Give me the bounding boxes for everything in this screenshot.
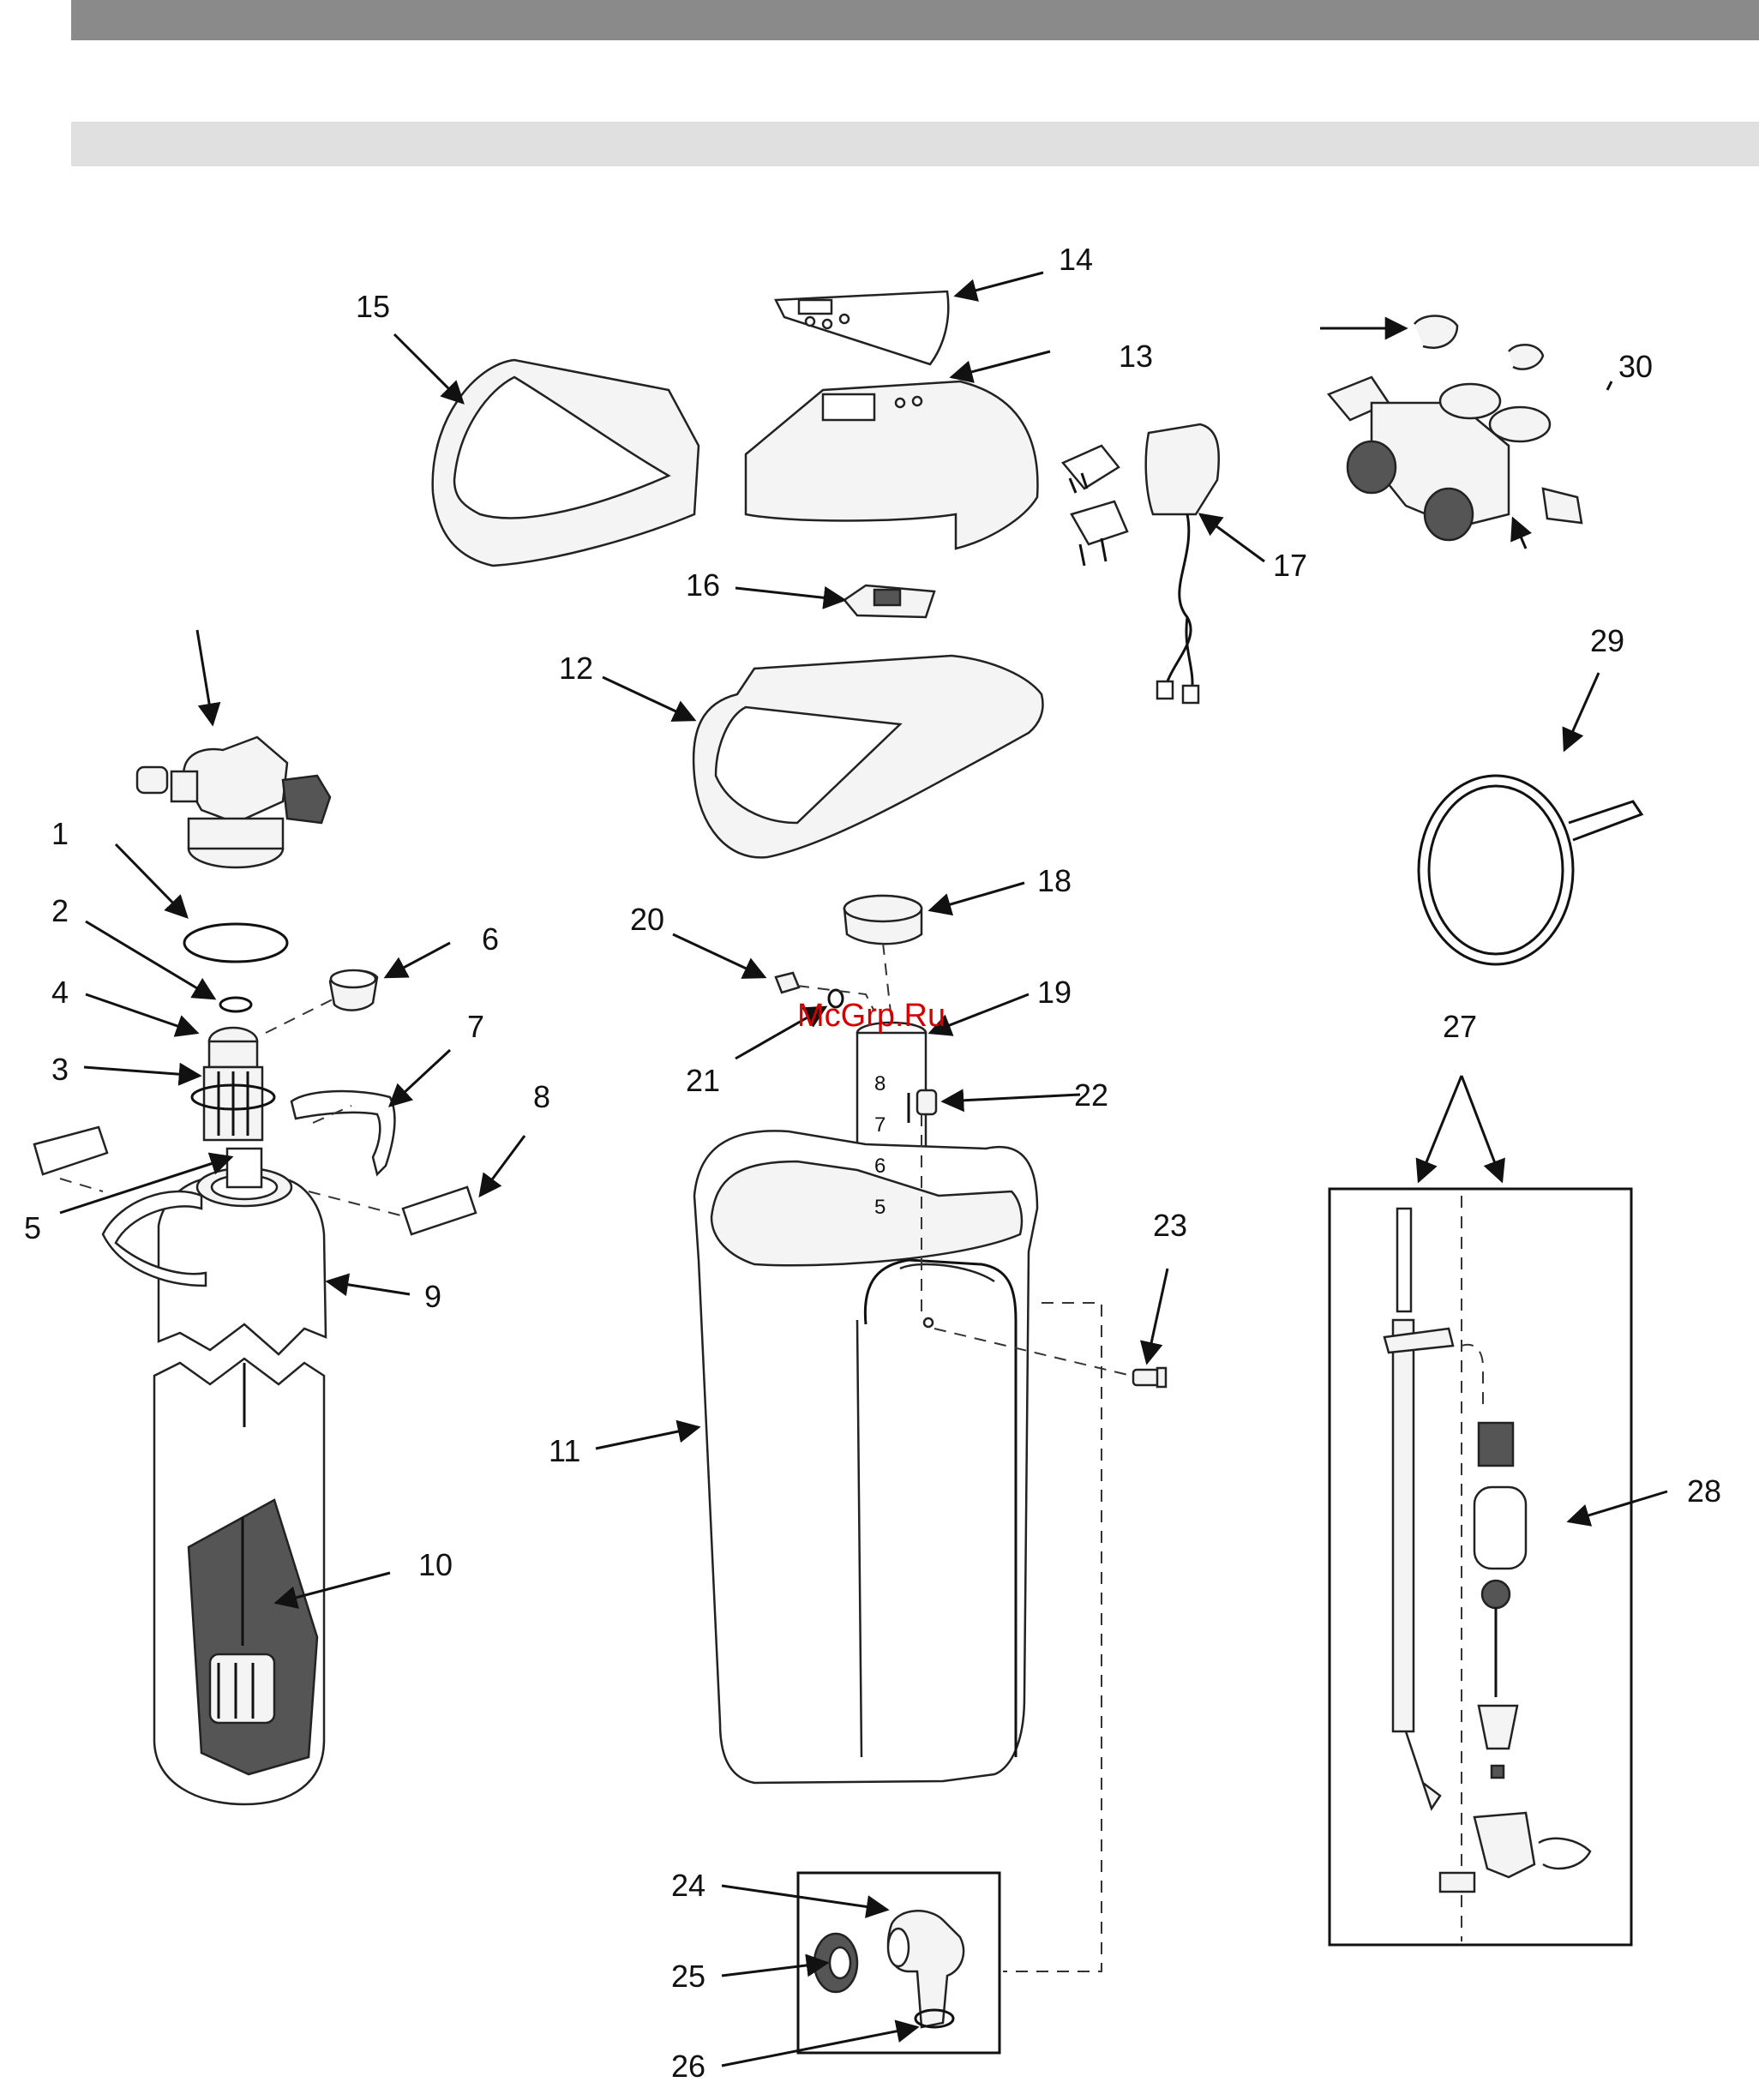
adapter-6 bbox=[330, 970, 377, 1011]
label-16: 16 bbox=[686, 567, 720, 603]
label-15: 15 bbox=[356, 289, 390, 324]
label-18: 18 bbox=[1037, 863, 1072, 898]
top-cover-15 bbox=[433, 360, 699, 566]
label-21: 21 bbox=[686, 1063, 720, 1098]
label-14: 14 bbox=[1059, 242, 1093, 277]
label-2: 2 bbox=[51, 893, 69, 928]
control-valve-head bbox=[137, 737, 330, 867]
scale-7: 7 bbox=[874, 1113, 886, 1137]
label-26: 26 bbox=[671, 2049, 705, 2084]
brine-tank-11 bbox=[694, 1131, 1037, 1783]
label-30: 30 bbox=[1618, 349, 1653, 384]
tubing-coil-29 bbox=[1419, 776, 1642, 964]
label-4: 4 bbox=[51, 975, 69, 1010]
screw-23 bbox=[1133, 1368, 1166, 1387]
o-ring-2 bbox=[220, 998, 251, 1011]
label-29: 29 bbox=[1590, 623, 1624, 658]
brine-valve-assembly-box bbox=[1330, 1189, 1631, 1945]
watermark: McGrp.Ru bbox=[797, 998, 946, 1034]
label-5: 5 bbox=[24, 1210, 41, 1245]
label-7: 7 bbox=[467, 1009, 484, 1044]
clip-7 bbox=[291, 1091, 394, 1174]
bypass-valve-30 bbox=[1324, 315, 1582, 540]
label-20: 20 bbox=[630, 902, 664, 937]
clip-8 bbox=[403, 1187, 476, 1234]
label-27: 27 bbox=[1443, 1009, 1477, 1044]
brine-well-cap-18 bbox=[844, 896, 922, 944]
overflow-fitting-22 bbox=[917, 1090, 936, 1114]
scale-8: 8 bbox=[874, 1072, 886, 1095]
base-tray-12 bbox=[693, 656, 1042, 857]
label-24: 24 bbox=[671, 1868, 705, 1903]
label-19: 19 bbox=[1037, 975, 1072, 1010]
circuit-board-16 bbox=[844, 585, 934, 617]
label-3: 3 bbox=[51, 1052, 69, 1087]
scale-5: 5 bbox=[874, 1196, 886, 1219]
o-ring-1 bbox=[184, 924, 287, 962]
power-adapter-17 bbox=[1063, 424, 1219, 703]
label-17: 17 bbox=[1273, 548, 1307, 583]
label-11: 11 bbox=[549, 1433, 580, 1468]
label-28: 28 bbox=[1687, 1473, 1721, 1509]
distributor-head-3-4 bbox=[192, 1028, 274, 1140]
elbow-fitting-box bbox=[798, 1873, 1000, 2053]
scale-6: 6 bbox=[874, 1155, 886, 1178]
label-22: 22 bbox=[1074, 1077, 1108, 1113]
label-8: 8 bbox=[533, 1079, 550, 1114]
label-6: 6 bbox=[482, 921, 499, 957]
label-12: 12 bbox=[559, 651, 593, 686]
label-13: 13 bbox=[1119, 339, 1153, 374]
label-25: 25 bbox=[671, 1959, 705, 1994]
control-housing-13 bbox=[746, 381, 1037, 549]
label-9: 9 bbox=[424, 1279, 441, 1314]
label-10: 10 bbox=[418, 1547, 453, 1582]
label-23: 23 bbox=[1153, 1208, 1187, 1243]
clip-left bbox=[34, 1127, 107, 1174]
label-1: 1 bbox=[51, 816, 69, 851]
label-panel-14 bbox=[776, 291, 948, 364]
